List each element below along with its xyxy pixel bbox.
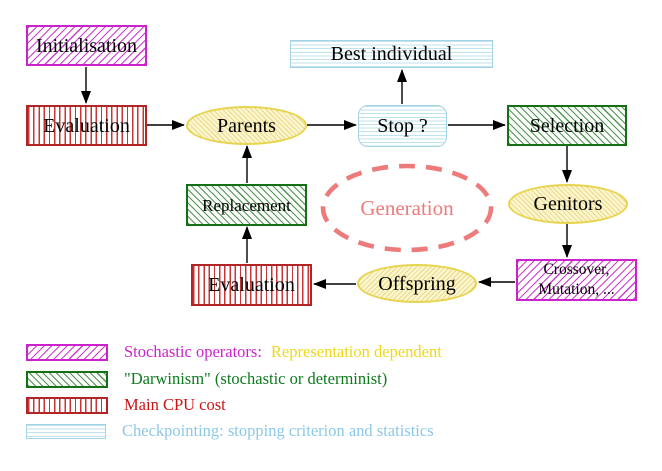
generation-loop-ellipse: [320, 163, 494, 253]
node-selection: Selection: [507, 105, 627, 146]
node-initialisation: Initialisation: [26, 25, 147, 66]
legend-row-darwinism: "Darwinism" (stochastic or determinist): [26, 371, 387, 388]
legend-label-darwinism: "Darwinism" (stochastic or determinist): [124, 369, 388, 389]
legend-label-main-cpu-cost: Main CPU cost: [124, 395, 226, 415]
node-evaluation-top: Evaluation: [26, 105, 147, 146]
node-parents: Parents: [186, 106, 307, 145]
legend-label-representation-dependent: Representation dependent: [270, 342, 442, 362]
legend-label-stochastic-operators: Stochastic operators:: [124, 342, 262, 362]
crossover-line1: Crossover,: [543, 260, 610, 278]
legend-swatch-magenta-hatch: [26, 344, 108, 361]
legend-label-checkpointing: Checkpointing: stopping criterion and st…: [122, 421, 434, 440]
crossover-line2: Mutation, ...: [538, 281, 615, 298]
node-replacement: Replacement: [186, 184, 307, 226]
legend-row-main-cpu-cost: Main CPU cost: [26, 397, 226, 414]
legend-row-stochastic-operators: Stochastic operators: Representation dep…: [26, 344, 442, 361]
generation-label: Generation: [360, 195, 454, 220]
node-evaluation-bottom: Evaluation: [191, 264, 312, 306]
node-offspring: Offspring: [357, 264, 477, 303]
node-stop: Stop ?: [358, 105, 447, 147]
legend-row-checkpointing: Checkpointing: stopping criterion and st…: [26, 421, 434, 440]
legend-swatch-cyan-hlines: [26, 423, 106, 439]
node-genitors: Genitors: [508, 184, 628, 224]
node-crossover-mutation: Crossover, Mutation, ...: [516, 259, 637, 301]
legend-swatch-red-vlines: [26, 397, 108, 414]
legend-swatch-green-hatch: [26, 371, 108, 388]
node-best-individual: Best individual: [290, 40, 493, 68]
